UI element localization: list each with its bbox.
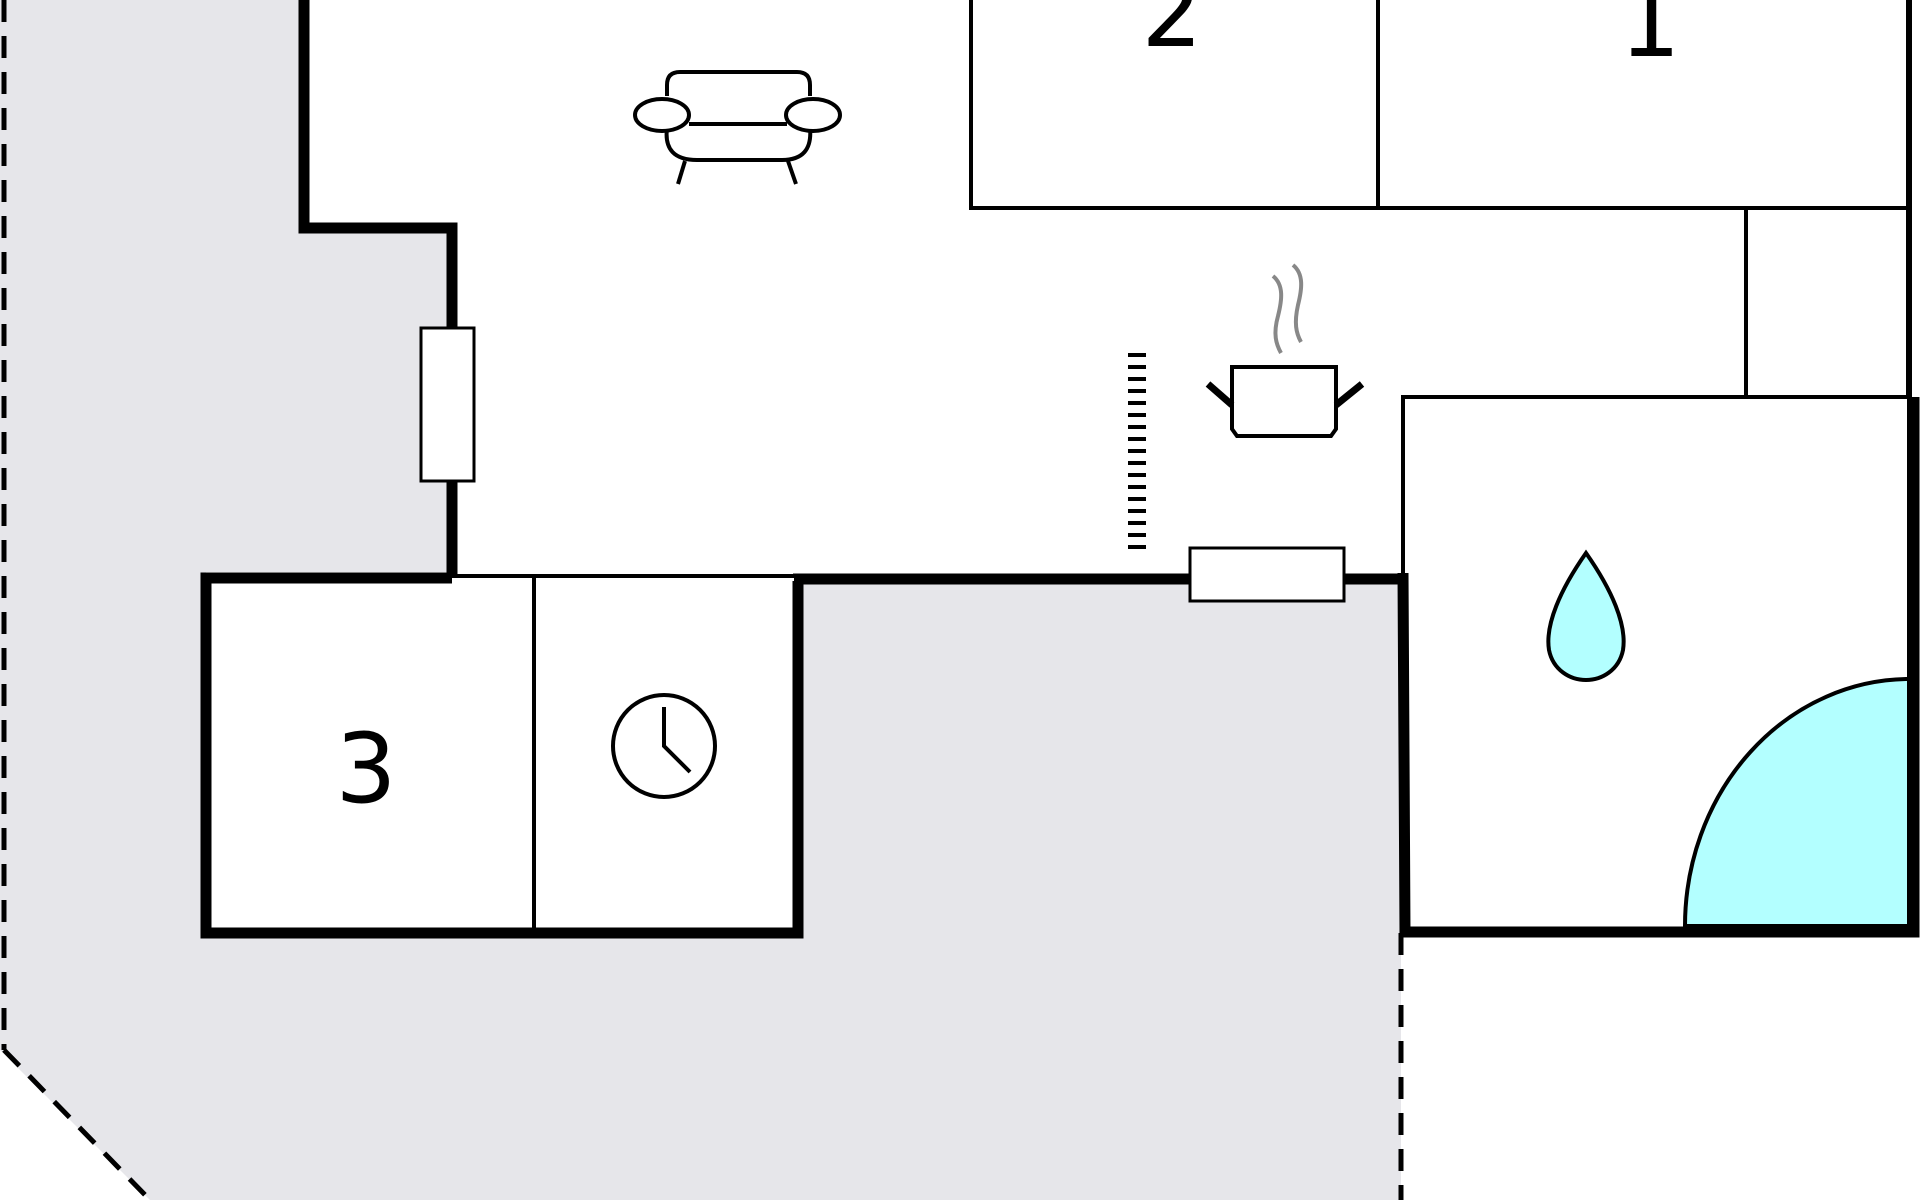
window-bottom (1188, 546, 1346, 603)
plot-boundary (1, 0, 1404, 1200)
bedroom-block-top (969, 0, 1911, 210)
room-2-label: 2 (1141, 0, 1202, 69)
lower-rooms (200, 572, 804, 939)
living-area-walls (298, 0, 1403, 585)
closet (1744, 206, 1911, 399)
window-left (419, 326, 476, 483)
water-drop-icon (1546, 549, 1626, 683)
cooking-pot-icon (1205, 263, 1365, 438)
outside-area (0, 0, 1401, 1200)
shower-icon (1682, 676, 1911, 928)
room-3-label: 3 (335, 713, 396, 825)
clock-icon (611, 693, 717, 799)
room-1-label: 1 (1619, 0, 1680, 79)
sofa-icon (633, 70, 842, 185)
